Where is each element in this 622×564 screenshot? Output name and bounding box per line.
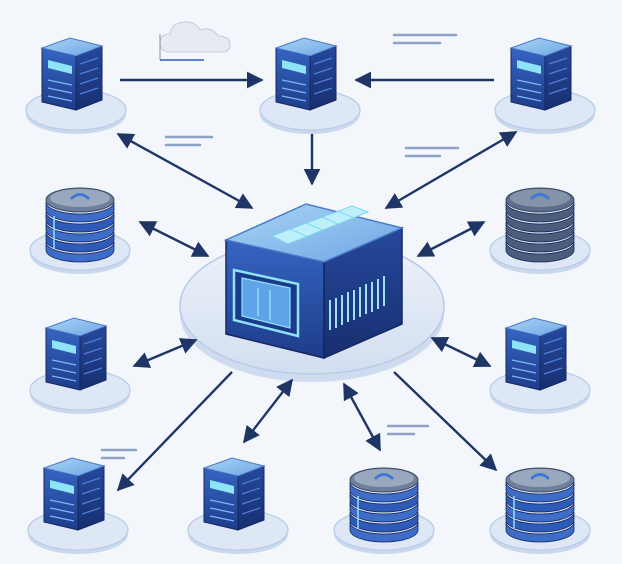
cloud-icon xyxy=(159,21,231,61)
lower-right-server xyxy=(489,317,591,414)
hub-vent-bars xyxy=(329,276,385,330)
bottom-mid-left-server xyxy=(187,457,289,554)
arrow-bottommidleft-hub xyxy=(242,378,294,444)
mid-right-storage xyxy=(489,187,591,274)
arrow-midright-hub xyxy=(416,220,486,258)
lower-left-server xyxy=(29,317,131,414)
top-center-server xyxy=(259,37,361,134)
arrow-bottommidright-hub xyxy=(342,382,382,452)
arrow-lowerright-hub xyxy=(430,336,492,368)
connections xyxy=(116,71,518,492)
decorative-text-lines xyxy=(100,33,460,460)
central-hub-server xyxy=(223,203,405,360)
arrow-midleft-hub xyxy=(138,220,210,258)
arrow-lowerleft-hub xyxy=(132,338,198,368)
arrow-topleft-hub xyxy=(116,132,254,210)
server-nodes xyxy=(25,37,596,554)
top-right-server xyxy=(494,37,596,134)
bottom-left-server xyxy=(27,457,129,554)
arrow-hub-to-bottomleft xyxy=(116,371,233,492)
mid-left-storage xyxy=(29,187,131,274)
bottom-mid-right-storage xyxy=(333,467,435,554)
bottom-right-storage xyxy=(489,467,591,554)
arrow-topright-hub xyxy=(384,130,518,210)
top-left-server xyxy=(25,37,127,134)
arrow-hub-to-bottomright xyxy=(393,371,498,472)
